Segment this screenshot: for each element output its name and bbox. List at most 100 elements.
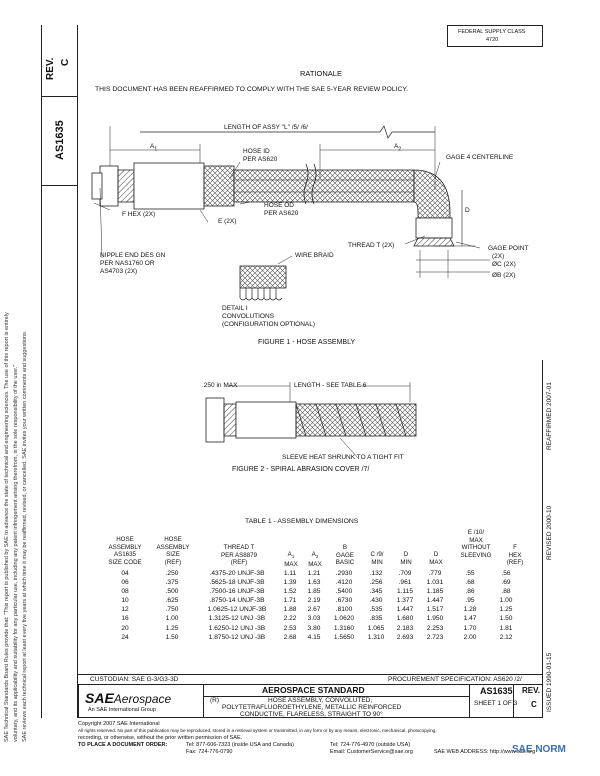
figure-1-drawing xyxy=(91,125,490,301)
fig1-length-label: LENGTH OF ASSY "L" /5/ /6/ xyxy=(224,124,308,131)
table-cell: 1.377 xyxy=(396,597,414,605)
fig1-phi-c-label: ØC (2X) xyxy=(492,261,516,268)
table-cell: 2.53 xyxy=(283,624,297,632)
footer-rev-label: REV. xyxy=(522,686,540,695)
aerospace-standard-title: AEROSPACE STANDARD xyxy=(262,685,365,695)
title-line-1: HOSE ASSEMBLY, CONVOLUTED, xyxy=(268,697,373,704)
table-cell: .375 xyxy=(165,579,179,587)
table-cell: 1.031 xyxy=(426,579,444,587)
table-cell: .535 xyxy=(369,606,383,614)
legal-notice-line-3: SAE reviews each technical report at lea… xyxy=(22,330,28,742)
fig1-nipple-line-1: NIPPLE END DES GN xyxy=(100,252,166,259)
table-cell: 1.88 xyxy=(283,606,297,614)
table-cell: 1.52 xyxy=(283,588,297,596)
table-cell: 1.065 xyxy=(367,624,385,632)
table-cell: .835 xyxy=(369,615,383,623)
table-cell: .68 xyxy=(465,579,475,587)
left-rev-label: REV. xyxy=(45,57,56,80)
table-cell: 1.71 xyxy=(283,597,297,605)
table-cell: 2.00 xyxy=(463,633,477,641)
table-cell: .6730 xyxy=(335,597,353,605)
table-cell: 1.21 xyxy=(307,570,321,577)
table-cell: .132 xyxy=(369,570,383,577)
table-cell: 2.183 xyxy=(396,624,414,632)
copyright-line-3: recording, or otherwise, without the pri… xyxy=(78,735,243,741)
fig1-gage-point-2x: (2X) xyxy=(492,253,505,260)
federal-supply-class-box: FEDERAL SUPPLY CLASS 4720 xyxy=(447,25,543,47)
table-cell: 2.253 xyxy=(426,624,444,632)
table-cell: 1.3125-12 UNJ -3B xyxy=(208,615,266,623)
table-cell: 1.39 xyxy=(283,579,297,587)
table-cell: 1.680 xyxy=(396,615,414,623)
table-cell: .4120 xyxy=(335,579,353,587)
fig1-a1-label: A1 xyxy=(150,143,158,153)
sae-web-address[interactable]: SAE WEB ADDRESS: http://www.sae.org xyxy=(434,749,536,755)
table-cell: 1.85 xyxy=(307,588,321,596)
table-cell: 1.00 xyxy=(165,615,179,623)
order-fax: Fax: 724-776-0790 xyxy=(186,749,233,755)
issued-date: ISSUED 1990-01-15 xyxy=(546,652,553,712)
table-cell: .2930 xyxy=(335,570,353,577)
table-cell: 1.310 xyxy=(367,633,385,641)
fig1-thread-label: THREAD T (2X) xyxy=(348,242,395,249)
footer-top-rule xyxy=(78,674,543,675)
left-doc-number: AS1635 xyxy=(54,120,66,160)
fig1-e2x-label: E (2X) xyxy=(218,218,237,225)
table-cell: .8750-14 UNJF-3B xyxy=(209,597,265,605)
fig1-detail-line-2: CONVOLUTIONS xyxy=(222,313,275,320)
table-cell: 1.517 xyxy=(426,606,444,614)
figure-1-caption: FIGURE 1 - HOSE ASSEMBLY xyxy=(258,339,356,346)
table-cell: 3.80 xyxy=(307,624,321,632)
legal-notice-line-1: SAE Technical Standards Board Rules prov… xyxy=(4,312,10,742)
footer-sheet: SHEET 1 OF 3 xyxy=(474,700,518,707)
table-cell: 16 xyxy=(121,615,129,623)
fig1-wire-braid-label: WIRE BRAID xyxy=(295,252,334,259)
fig1-gage4-label: GAGE 4 CENTERLINE xyxy=(446,154,514,161)
order-label: TO PLACE A DOCUMENT ORDER: xyxy=(78,742,168,748)
table-cell: 2.19 xyxy=(307,597,321,605)
table-cell: 3.03 xyxy=(307,615,321,623)
table-cell: 1.50 xyxy=(165,633,179,641)
table-cell: 1.28 xyxy=(463,606,477,614)
footer-rev-value: C xyxy=(531,700,537,709)
table-cell: 12 xyxy=(121,606,129,614)
table-cell: 2.12 xyxy=(499,633,513,641)
fig1-hose-id-ref: PER AS620 xyxy=(243,156,278,163)
table-cell: .86 xyxy=(465,588,475,596)
fig2-max-label: .250 in MAX xyxy=(202,382,238,389)
fig1-detail-line-3: (CONFIGURATION OPTIONAL) xyxy=(222,321,316,328)
fig2-length-label: LENGTH - SEE TABLE 6 xyxy=(294,382,367,389)
rationale-text: THIS DOCUMENT HAS BEEN REAFFIRMED TO COM… xyxy=(95,86,408,93)
fig2-sleeve-label: SLEEVE HEAT SHRUNK TO A TIGHT FIT xyxy=(282,454,404,461)
table-cell: 1.0620 xyxy=(333,615,355,623)
table-cell: 04 xyxy=(121,570,129,577)
table-cell: 2.68 xyxy=(283,633,297,641)
table-cell: .500 xyxy=(165,588,179,596)
federal-supply-class-label: FEDERAL SUPPLY CLASS xyxy=(458,29,526,35)
title-r: (R) xyxy=(210,697,220,704)
table-cell: .250 xyxy=(165,570,179,577)
reaffirmed-date: REAFFIRMED 2007-01 xyxy=(546,382,553,450)
legal-notice-line-2: voluntary, and its applicability and sui… xyxy=(13,364,19,742)
table-cell: 1.950 xyxy=(426,615,444,623)
table-cell: 1.185 xyxy=(426,588,444,596)
table-cell: 1.25 xyxy=(499,606,513,614)
table-cell: .55 xyxy=(465,570,475,577)
figure-2-caption: FIGURE 2 - SPIRAL ABRASION COVER /7/ xyxy=(232,466,370,473)
table-cell: 1.70 xyxy=(463,624,477,632)
table-cell: .7500-16 UNJF-3B xyxy=(209,588,265,596)
table-cell: .961 xyxy=(398,579,412,587)
right-column-rule xyxy=(542,360,543,718)
fig1-nipple-line-2: PER NAS1760 OR xyxy=(100,260,155,267)
